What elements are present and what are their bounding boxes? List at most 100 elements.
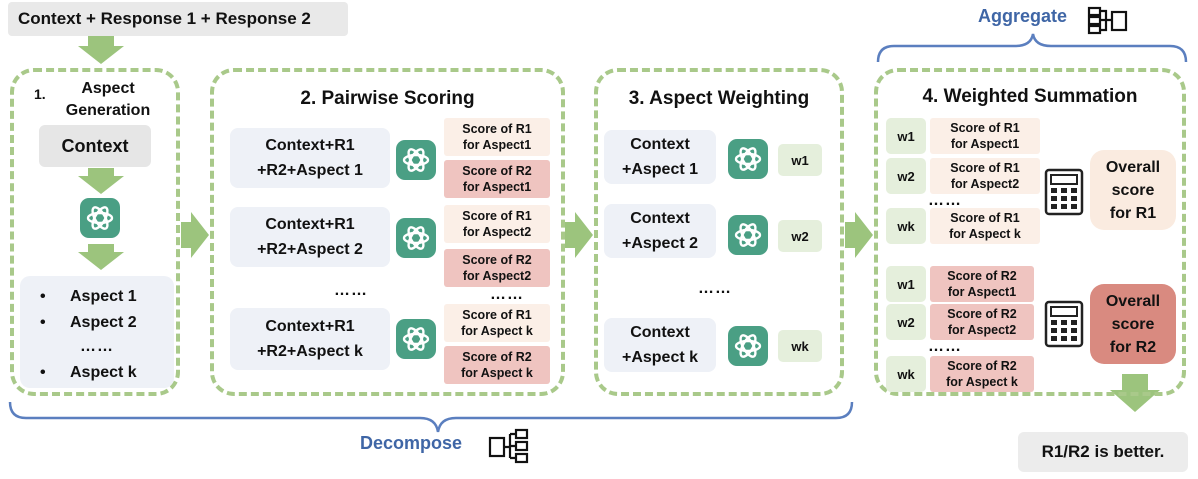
- aspect-list-label-1: Aspect 1: [70, 288, 137, 305]
- decompose-label: Decompose: [360, 433, 463, 453]
- r2-weight-w2: w2: [886, 304, 926, 340]
- r2-score-aspect-2-line1: Score of R2: [947, 307, 1017, 321]
- aspect-list-label-2: Aspect 2: [70, 314, 137, 331]
- chatgpt-icon: [396, 218, 436, 258]
- score-r2-aspect-1: Score of R2 for Aspect1: [444, 160, 550, 198]
- score-r2-aspect-1-line1: Score of R2: [462, 164, 532, 178]
- weighting-input-2-line1: Context: [630, 210, 690, 227]
- weighting-input-k-line2: +Aspect k: [621, 349, 699, 366]
- pairwise-input-1-line1: Context+R1: [265, 137, 355, 154]
- r1-weight-wk: wk: [886, 208, 926, 244]
- pairwise-input-k: Context+R1 +R2+Aspect k: [230, 308, 390, 370]
- chatgpt-icon: [396, 140, 436, 180]
- r1-score-aspect-2-line2: for Aspect2: [950, 177, 1020, 191]
- r2-score-aspect-1-line1: Score of R2: [947, 269, 1017, 283]
- aggregate-label: Aggregate: [978, 6, 1068, 26]
- stage1-number: 1.: [34, 86, 46, 102]
- score-r2-aspect-k: Score of R2 for Aspect k: [444, 346, 550, 384]
- score-r2-aspect-2-line2: for Aspect2: [462, 269, 532, 283]
- r2-ellipsis: ……: [928, 338, 962, 355]
- aspect-list-item-2: •: [40, 314, 46, 331]
- pairwise-input-k-line2: +R2+Aspect k: [257, 343, 363, 360]
- weight-w1: w1: [778, 144, 822, 176]
- stage-aspect-weighting: [594, 68, 844, 396]
- r2-score-aspect-1: Score of R2 for Aspect1: [930, 266, 1034, 302]
- stage-pairwise-scoring: [210, 68, 565, 396]
- pairwise-input-2-line2: +R2+Aspect 2: [257, 241, 363, 258]
- weighting-input-2: Context +Aspect 2: [604, 204, 716, 258]
- pairwise-input-2-line1: Context+R1: [265, 216, 355, 233]
- aspect-list-label-k: Aspect k: [70, 364, 137, 381]
- r1-weight-w1: w1: [886, 118, 926, 154]
- arrow-input-down: [78, 36, 124, 64]
- r2-score-aspect-k-line1: Score of R2: [947, 359, 1017, 373]
- r1-score-aspect-1: Score of R1 for Aspect1: [930, 118, 1040, 154]
- aggregate-icon: [1087, 6, 1128, 35]
- aspect-list-item-1: •: [40, 288, 46, 305]
- stage-aspect-generation: [10, 68, 180, 396]
- r1-score-aspect-k-line2: for Aspect k: [949, 227, 1021, 241]
- arrow-gpt-to-aspects: [78, 244, 124, 270]
- score-r2-aspect-2: Score of R2 for Aspect2: [444, 249, 550, 287]
- weighting-input-1-line2: +Aspect 1: [621, 161, 699, 178]
- chatgpt-icon: [728, 215, 768, 255]
- overall-r2-line3: for R2: [1109, 338, 1157, 356]
- r2-score-aspect-k-line2: for Aspect k: [946, 375, 1018, 389]
- overall-r1-line1: Overall: [1105, 158, 1161, 176]
- score-r1-aspect-k-line1: Score of R1: [462, 308, 532, 322]
- chatgpt-icon: [396, 319, 436, 359]
- aggregate-bracket: [876, 33, 1188, 63]
- calculator-icon: [1044, 168, 1084, 216]
- weighting-input-2-line2: +Aspect 2: [621, 235, 699, 252]
- r1-score-aspect-2-line1: Score of R1: [950, 161, 1020, 175]
- stage4-title: 4. Weighted Summation: [922, 86, 1138, 107]
- weight-w2: w2: [778, 220, 822, 252]
- score-r2-aspect-k-line2: for Aspect k: [461, 366, 533, 380]
- stage1-aspect-list: [20, 276, 174, 388]
- aspect-list-ellipsis: ……: [80, 338, 114, 355]
- pairwise-ellipsis-left: ……: [334, 282, 368, 299]
- r1-score-aspect-2: Score of R1 for Aspect2: [930, 158, 1040, 194]
- stage1-title-line1: Aspect: [81, 80, 135, 97]
- result-label: R1/R2 is better.: [1018, 432, 1188, 472]
- arrow-stage3-to-4: [845, 212, 873, 258]
- score-r2-aspect-2-line1: Score of R2: [462, 253, 532, 267]
- overall-score-r1: Overall score for R1: [1090, 150, 1176, 230]
- chatgpt-icon: [728, 139, 768, 179]
- arrow-context-to-gpt: [78, 168, 124, 194]
- input-label: Context + Response 1 + Response 2: [8, 2, 348, 36]
- score-r2-aspect-1-line2: for Aspect1: [462, 180, 532, 194]
- score-r1-aspect-k-line2: for Aspect k: [461, 324, 533, 338]
- pairwise-input-k-line1: Context+R1: [265, 318, 355, 335]
- pairwise-input-1-line2: +R2+Aspect 1: [257, 162, 363, 179]
- stage-weighted-summation: [874, 68, 1186, 396]
- weighting-input-1: Context +Aspect 1: [604, 130, 716, 184]
- score-r1-aspect-2: Score of R1 for Aspect2: [444, 205, 550, 243]
- chatgpt-icon: [80, 198, 120, 238]
- arrow-stage2-to-3: [565, 212, 593, 258]
- decompose-bracket: [8, 401, 854, 433]
- arrow-stage1-to-2: [181, 212, 209, 258]
- score-r1-aspect-1-line1: Score of R1: [462, 122, 532, 136]
- r1-score-aspect-k: Score of R1 for Aspect k: [930, 208, 1040, 244]
- stage3-title: 3. Aspect Weighting: [628, 88, 810, 109]
- weighting-ellipsis: ……: [698, 280, 732, 297]
- weighting-input-k-line1: Context: [630, 324, 690, 341]
- overall-r1-line2: score: [1111, 181, 1155, 199]
- r2-score-aspect-k: Score of R2 for Aspect k: [930, 356, 1034, 392]
- r1-score-aspect-1-line2: for Aspect1: [950, 137, 1020, 151]
- stage1-title-line2: Generation: [65, 102, 151, 119]
- weighting-input-k: Context +Aspect k: [604, 318, 716, 372]
- aspect-list-item-k: •: [40, 364, 46, 381]
- overall-r2-line1: Overall: [1105, 292, 1161, 310]
- weighting-input-1-line1: Context: [630, 136, 690, 153]
- overall-r2-line2: score: [1111, 315, 1155, 333]
- score-r1-aspect-1-line2: for Aspect1: [462, 138, 532, 152]
- r1-weight-w2: w2: [886, 158, 926, 194]
- score-r1-aspect-2-line1: Score of R1: [462, 209, 532, 223]
- r2-score-aspect-2-line2: for Aspect2: [947, 323, 1017, 337]
- score-r1-aspect-2-line2: for Aspect2: [462, 225, 532, 239]
- pairwise-ellipsis-right: ……: [490, 286, 524, 303]
- pairwise-input-2: Context+R1 +R2+Aspect 2: [230, 207, 390, 267]
- score-r1-aspect-k: Score of R1 for Aspect k: [444, 304, 550, 342]
